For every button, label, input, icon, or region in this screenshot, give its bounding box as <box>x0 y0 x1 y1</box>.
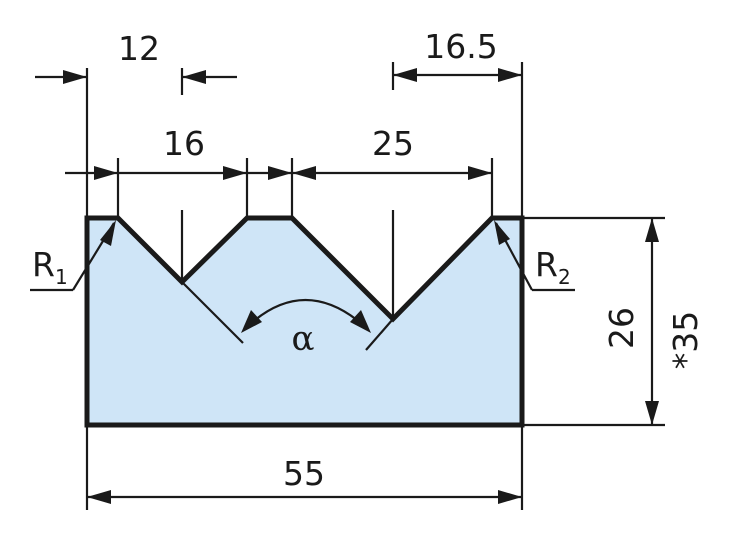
dim-16-arrow-left <box>94 166 118 180</box>
dim-35-label: *35 <box>666 311 705 370</box>
dim-26-label: 26 <box>602 307 641 349</box>
r1-label: R1 <box>32 245 68 289</box>
dim-12-arrow-right <box>182 70 206 84</box>
r1-subscript: 1 <box>55 265 68 289</box>
dim-55-arrow-right <box>498 490 522 504</box>
r1-leader-arrow <box>100 220 116 246</box>
angle-arrow-right <box>350 310 371 333</box>
dim-16-arrow-right <box>223 166 247 180</box>
dim-12-arrow-left <box>63 70 87 84</box>
r1-symbol: R <box>32 245 55 284</box>
dim-25-arrow-right <box>468 166 492 180</box>
dim-16-5-arrow-left <box>393 68 417 82</box>
dim-12-label: 12 <box>118 29 160 68</box>
angle-label: α <box>292 319 315 359</box>
r2-symbol: R <box>535 245 558 284</box>
dim-height-arrow-bottom <box>645 401 659 425</box>
angle-arc <box>254 299 358 321</box>
dim-height-arrow-top <box>645 218 659 242</box>
dim-25-label: 25 <box>372 124 414 163</box>
dim-25-arrow-left <box>268 166 292 180</box>
dim-25-arrow-mid <box>292 166 316 180</box>
dim-55-label: 55 <box>283 454 325 493</box>
r2-leader-arrow <box>494 220 510 245</box>
dim-16-5-label: 16.5 <box>424 27 497 66</box>
r2-label: R2 <box>535 245 571 289</box>
r2-subscript: 2 <box>558 265 571 289</box>
dim-16-5-arrow-right <box>498 68 522 82</box>
angle-extension-left <box>181 281 244 344</box>
angle-arrow-left <box>241 310 262 333</box>
dim-16-label: 16 <box>163 124 205 163</box>
angle-extension-right <box>365 318 394 351</box>
dim-55-arrow-left <box>87 490 111 504</box>
